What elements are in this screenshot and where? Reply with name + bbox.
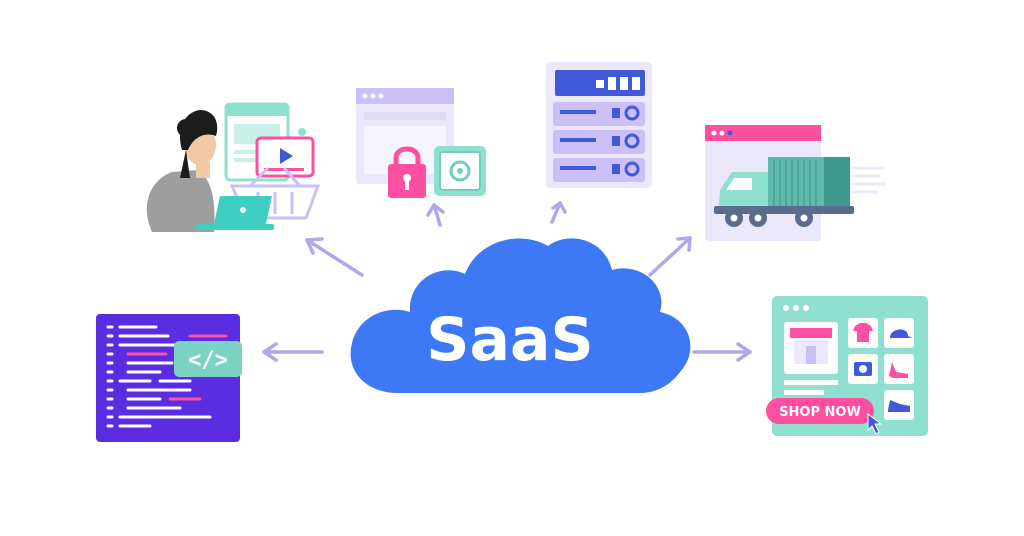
arrow-to-person bbox=[305, 237, 364, 277]
code-lines bbox=[106, 325, 228, 428]
code-tag-badge: </> bbox=[174, 341, 242, 377]
server-unit-2 bbox=[553, 130, 645, 154]
server-unit-1 bbox=[553, 102, 645, 126]
arrow-to-security bbox=[426, 203, 445, 227]
secure-browser-illustration bbox=[356, 88, 486, 198]
arrow-to-code bbox=[262, 342, 324, 362]
arrows bbox=[262, 201, 752, 362]
storefront-card bbox=[784, 322, 838, 374]
server-rack-illustration bbox=[546, 62, 652, 188]
server-unit-3 bbox=[553, 158, 645, 182]
padlock-icon bbox=[388, 146, 426, 198]
camera-icon bbox=[848, 354, 878, 384]
person-laptop-illustration bbox=[146, 102, 321, 232]
code-editor-illustration: </> bbox=[96, 314, 242, 442]
shop-now-label: SHOP NOW bbox=[779, 405, 861, 420]
sneaker-icon bbox=[884, 390, 914, 420]
small-dot bbox=[298, 128, 306, 136]
safe-icon bbox=[434, 146, 486, 196]
person-figure bbox=[146, 110, 218, 232]
code-tag-label: </> bbox=[188, 348, 228, 373]
cursor-icon bbox=[867, 412, 883, 435]
shop-now-button[interactable]: SHOP NOW bbox=[766, 398, 874, 424]
arrow-to-truck bbox=[648, 236, 692, 277]
tshirt-icon bbox=[848, 318, 878, 348]
arrow-to-shop bbox=[692, 342, 752, 362]
play-icon bbox=[280, 148, 293, 164]
delivery-truck-illustration bbox=[705, 125, 886, 241]
cloud-label: SaaS bbox=[426, 305, 593, 375]
speed-lines bbox=[852, 166, 886, 194]
truck-icon bbox=[714, 157, 854, 227]
saas-cloud: SaaS bbox=[350, 238, 691, 393]
online-shop-illustration: SHOP NOW bbox=[766, 296, 928, 436]
cap-icon bbox=[884, 318, 914, 348]
high-heel-icon bbox=[884, 354, 914, 384]
laptop-icon bbox=[196, 196, 274, 230]
cloud-shape bbox=[350, 238, 691, 393]
arrow-to-server bbox=[550, 201, 567, 224]
